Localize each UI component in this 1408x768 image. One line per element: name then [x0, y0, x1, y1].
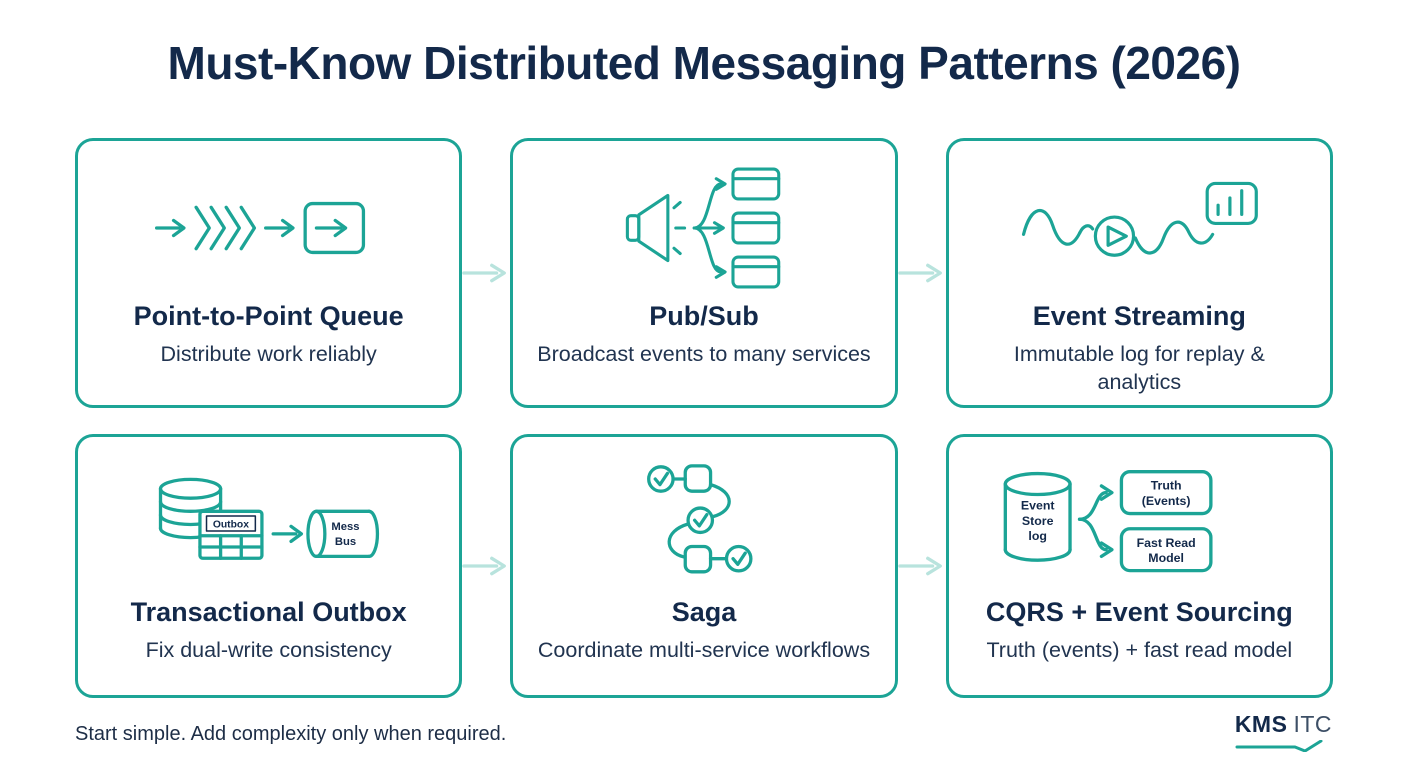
bus-label-line2: Bus — [335, 536, 356, 548]
card-cqrs-event-sourcing: Event Store log Truth (Events) Fast Read… — [945, 434, 1333, 698]
card-title: Saga — [671, 597, 737, 627]
card-title: Pub/Sub — [649, 301, 759, 331]
stream-play-chart-icon — [963, 157, 1316, 299]
card-title: Event Streaming — [1032, 301, 1246, 331]
queue-flow-icon — [92, 157, 445, 299]
cards-grid: Point-to-Point Queue Distribute work rel… — [75, 138, 1333, 698]
connector-arrow-2 — [897, 138, 946, 408]
card-saga: Saga Coordinate multi-service workflows — [510, 434, 898, 698]
store-label-line2: Store — [1022, 514, 1054, 528]
brand-underline-check-icon — [1235, 740, 1323, 752]
megaphone-fanout-icon — [527, 157, 880, 299]
footer-note: Start simple. Add complexity only when r… — [75, 723, 507, 745]
card-point-to-point-queue: Point-to-Point Queue Distribute work rel… — [75, 138, 463, 408]
card-transactional-outbox: Outbox Mess Bus Transactional Outbox Fix… — [75, 434, 463, 698]
store-label-line3: log — [1028, 529, 1047, 543]
read-label-line2: Model — [1148, 551, 1184, 565]
card-subtitle: Truth (events) + fast read model — [986, 638, 1293, 662]
card-event-streaming: Event Streaming Immutable log for replay… — [945, 138, 1333, 408]
read-label-line1: Fast Read — [1136, 536, 1195, 550]
connector-arrow-1 — [462, 138, 510, 408]
event-store-split-icon: Event Store log Truth (Events) Fast Read… — [963, 453, 1316, 595]
card-title: Transactional Outbox — [130, 597, 407, 627]
page-title: Must-Know Distributed Messaging Patterns… — [167, 37, 1242, 89]
bus-label-line1: Mess — [332, 521, 360, 533]
connector-arrow-4 — [897, 434, 946, 698]
card-title: CQRS + Event Sourcing — [985, 597, 1293, 627]
card-title: Point-to-Point Queue — [133, 301, 404, 331]
truth-label-line1: Truth — [1151, 479, 1182, 493]
brand-name-secondary: ITC — [1293, 711, 1332, 737]
card-subtitle: Fix dual-write consistency — [145, 638, 392, 662]
store-label-line1: Event — [1021, 499, 1055, 513]
brand-name-primary: KMS — [1234, 711, 1288, 737]
card-subtitle: Distribute work reliably — [160, 342, 377, 366]
database-outbox-bus-icon: Outbox Mess Bus — [92, 453, 445, 595]
card-subtitle: Coordinate multi-service workflows — [537, 638, 871, 662]
saga-steps-icon — [527, 453, 880, 595]
outbox-label: Outbox — [213, 519, 249, 530]
truth-label-line2: (Events) — [1142, 494, 1191, 508]
connector-arrow-3 — [462, 434, 510, 698]
card-subtitle: Broadcast events to many services — [537, 342, 871, 366]
card-subtitle: Immutable log for replay & analytics — [1013, 342, 1265, 394]
card-pub-sub: Pub/Sub Broadcast events to many service… — [510, 138, 898, 408]
